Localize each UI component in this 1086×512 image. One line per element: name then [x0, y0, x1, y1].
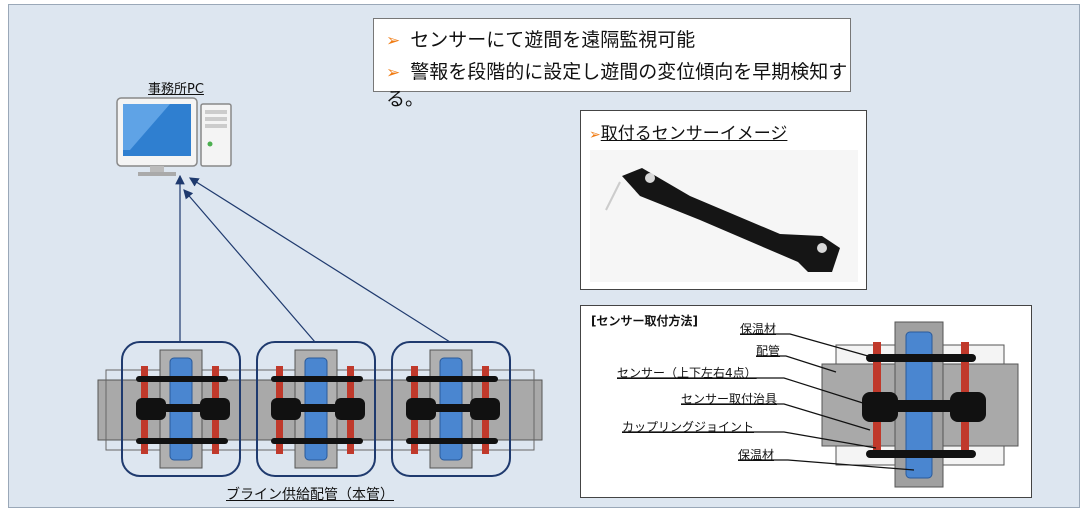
arrow-bullet-icon: ➢ — [589, 127, 601, 143]
summary-bullet-2: ➢警報を段階的に設定し遊間の変位傾向を早期検知する。 — [386, 61, 848, 110]
method-title: [センサー取付方法] — [591, 314, 698, 328]
sensor-joint-1 — [121, 341, 241, 477]
mounting-detail-drawing — [821, 321, 1019, 488]
sensor-joint-3 — [391, 341, 511, 477]
method-label-jig: センサー取付治具 — [681, 392, 778, 406]
leader-lines — [617, 333, 915, 471]
sensor-image-title: ➢取付るセンサーイメージ — [589, 124, 788, 144]
office-pc-icon — [116, 97, 232, 176]
pipe-label: ブライン供給配管（本管） — [226, 487, 394, 503]
summary-callout: ➢センサーにて遊間を遠隔監視可能 ➢警報を段階的に設定し遊間の変位傾向を早期検知… — [373, 18, 851, 110]
pc-label: 事務所PC — [148, 82, 204, 97]
method-label-insulation-top: 保温材 — [740, 322, 777, 336]
method-label-pipe: 配管 — [756, 344, 781, 358]
method-label-coupling: カップリングジョイント — [622, 420, 755, 434]
sensor-photo — [590, 150, 858, 282]
arrow-bullet-icon: ➢ — [386, 31, 401, 51]
arrow-bullet-icon: ➢ — [386, 63, 401, 83]
method-label-insulation-bottom: 保温材 — [738, 448, 775, 462]
summary-bullet-1: ➢センサーにて遊間を遠隔監視可能 — [386, 29, 696, 51]
sensor-joint-2 — [256, 341, 376, 477]
method-label-sensor: センサー（上下左右4点） — [617, 366, 757, 380]
signal-arrows — [175, 174, 451, 343]
